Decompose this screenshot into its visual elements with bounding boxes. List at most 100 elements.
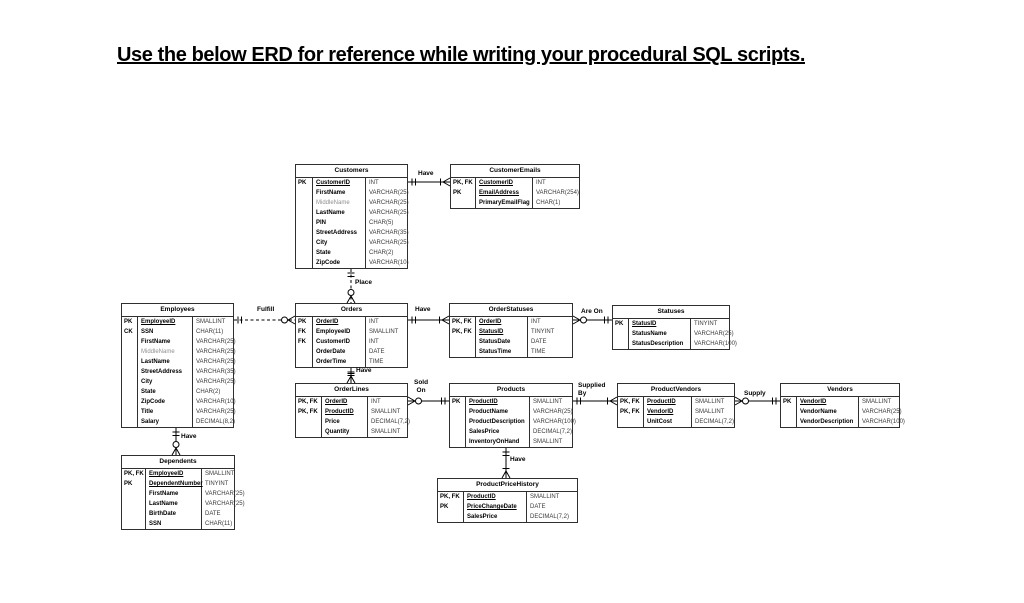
key-cell [781,417,797,427]
attribute-type: SMALLINT [205,471,235,477]
key-cell [122,387,138,397]
key-cell [122,377,138,387]
attribute-name: VendorID [797,397,859,407]
key-cell: PK [296,317,313,327]
attribute-type: VARCHAR(100) [862,419,905,425]
attribute-type: TINYINT [694,321,718,327]
attribute-type: INT [531,319,541,325]
key-cell: PK, FK [618,397,644,407]
attribute-type: SMALLINT [695,399,725,405]
key-cell: PK [438,502,464,512]
attribute-name: LastName [146,499,202,509]
attribute-name: EmployeeID [146,469,202,479]
attribute-type: SMALLINT [533,399,563,405]
key-cell [438,512,464,522]
table-title-product-vendors: ProductVendors [618,384,734,397]
key-cell: PK [781,397,797,407]
attribute-name: Price [322,417,368,427]
attribute-type: CHAR(2) [369,250,394,256]
attribute-type: INT [371,399,381,405]
attribute-name: ProductID [464,492,527,502]
key-cell: PK [122,479,146,489]
attribute-name: State [313,248,366,258]
attribute-type: VARCHAR(25) [369,210,409,216]
relationship-label-orderstatuses-areon-statuses: Are On [581,308,603,315]
attribute-type: SMALLINT [695,409,725,415]
relationship-label-employees-have-dependents: Have [181,433,197,440]
key-cell [618,417,644,427]
attribute-name: EmployeeID [313,327,366,337]
attribute-type: INT [536,180,546,186]
attribute-name: FirstName [313,188,366,198]
table-title-statuses: Statuses [613,306,729,319]
attribute-name: InventoryOnHand [466,437,530,447]
relationship-label-products-suppliedby-productvendors: Supplied By [578,382,606,397]
key-cell [122,367,138,377]
key-cell [450,347,476,357]
key-cell: PK [122,317,138,327]
attribute-name: LastName [138,357,193,367]
key-cell [122,347,138,357]
attribute-name: Quantity [322,427,368,437]
key-cell [296,258,313,268]
attribute-name: BirthDate [146,509,202,519]
key-cell [122,357,138,367]
attribute-type: VARCHAR(25) [196,339,236,345]
attribute-type: VARCHAR(35) [369,230,409,236]
attribute-name: City [313,238,366,248]
attribute-type: DATE [369,349,385,355]
key-cell [296,417,322,427]
attribute-type: DECIMAL(7,2) [530,514,570,520]
attribute-name: StatusID [629,319,691,329]
key-cell: PK, FK [296,407,322,417]
attribute-name: EmployeeID [138,317,193,327]
key-cell: CK [122,327,138,337]
attribute-type: DATE [205,511,221,517]
key-cell: PK [296,178,313,188]
relationship-label-orders-have-orderlines: Have [356,367,372,374]
attribute-name: CustomerID [313,337,366,347]
attribute-name: SSN [146,519,202,529]
attribute-type: VARCHAR(10) [369,260,409,266]
attribute-type: DATE [531,339,547,345]
attribute-type: VARCHAR(25) [694,331,734,337]
table-title-product-price-history: ProductPriceHistory [438,479,577,492]
key-cell [122,499,146,509]
table-title-dependents: Dependents [122,456,234,469]
attribute-type: CHAR(11) [205,521,233,527]
relationship-label-products-have-pricehistory: Have [510,456,526,463]
attribute-name: ProductID [466,397,530,407]
attribute-name: EmailAddress [476,188,533,198]
key-cell [450,337,476,347]
